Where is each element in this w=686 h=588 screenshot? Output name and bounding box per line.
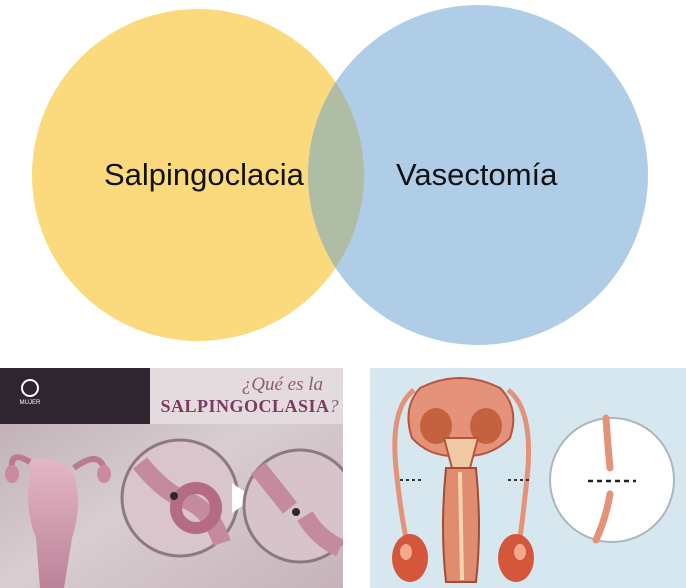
venn-circle-right	[308, 5, 648, 345]
uterus-illustration	[0, 368, 343, 588]
image-term-suffix: ?	[329, 396, 339, 416]
logo-text: MUJER	[19, 400, 41, 406]
venn-circle-left	[32, 9, 364, 341]
image-term-word: SALPINGOCLASIA	[160, 396, 330, 416]
arrow-right-icon	[232, 483, 254, 513]
salpingoclasia-image: MUJER ¿Qué es la SALPINGOCLASIA?	[0, 368, 343, 588]
male-reproductive-anatomy-illustration	[370, 368, 686, 588]
image-heading: ¿Qué es la	[241, 374, 323, 395]
vasectomy-image	[370, 368, 686, 588]
venn-diagram: Salpingoclacia Vasectomía	[32, 5, 648, 345]
brand-logo: MUJER	[10, 378, 50, 414]
logo-icon	[21, 379, 39, 397]
venn-label-right: Vasectomía	[396, 157, 558, 192]
vas-deferens-cut-zoom-icon	[549, 414, 675, 544]
venn-label-left: Salpingoclacia	[104, 157, 305, 192]
image-term: SALPINGOCLASIA?	[160, 396, 339, 417]
